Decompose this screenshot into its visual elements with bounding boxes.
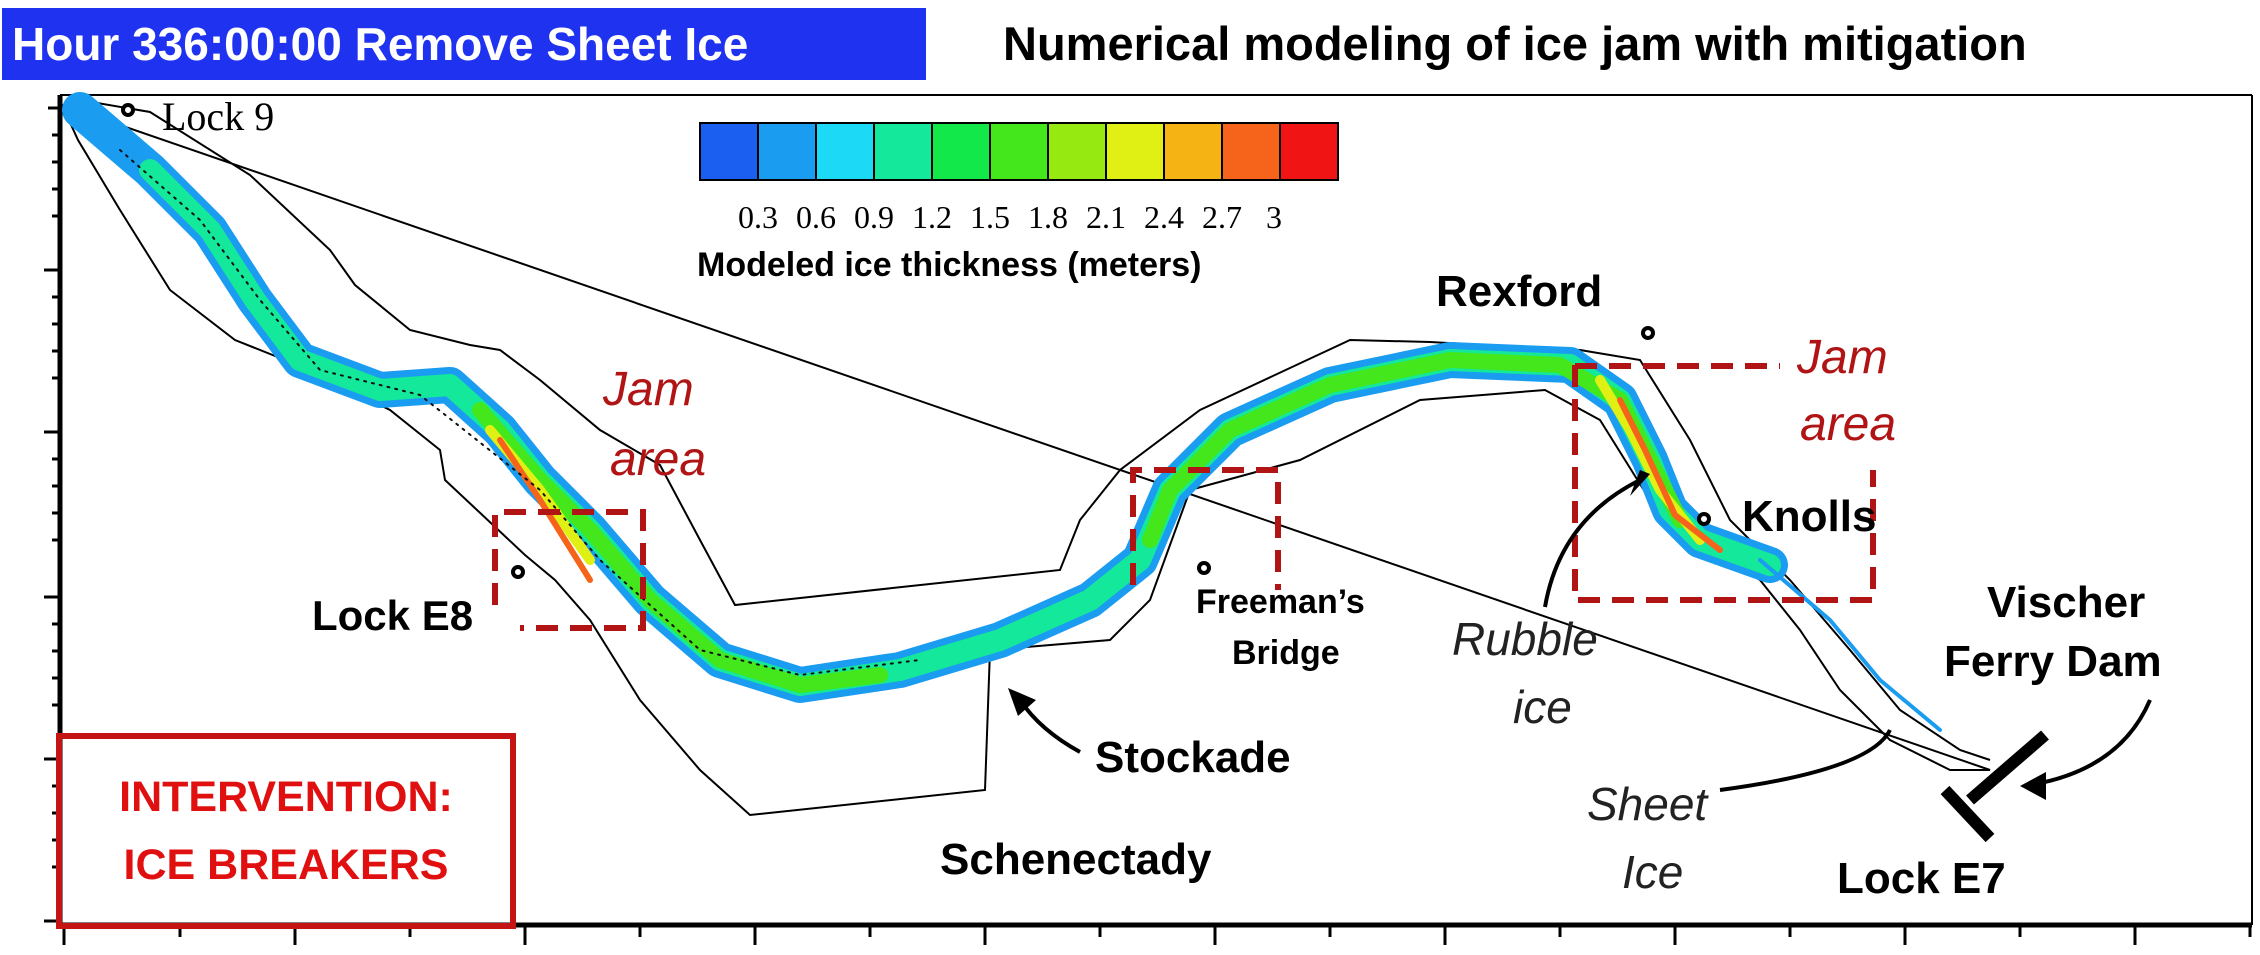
legend-tick-label: 1.8 xyxy=(1028,199,1068,235)
label-jam-area-1-line1: Jam xyxy=(602,363,694,416)
jam-area-boxes xyxy=(492,363,1876,631)
legend-swatch xyxy=(1047,122,1107,181)
legend-swatch xyxy=(699,122,759,181)
label-lock-e7: Lock E7 xyxy=(1837,854,2006,903)
legend-tick-label: 0.6 xyxy=(796,199,836,235)
label-freemans-line2: Bridge xyxy=(1232,634,1340,672)
label-vischer-line2: Ferry Dam xyxy=(1944,637,2162,686)
legend-swatch xyxy=(931,122,991,181)
time-step-label: Hour 336:00:00 Remove Sheet Ice xyxy=(2,8,926,80)
legend-tick-label: 3 xyxy=(1266,199,1282,235)
legend-swatch xyxy=(1221,122,1281,181)
legend-swatch xyxy=(815,122,875,181)
label-schenectady: Schenectady xyxy=(940,835,1212,884)
legend-tick-label: 1.2 xyxy=(912,199,952,235)
intervention-box: INTERVENTION: ICE BREAKERS xyxy=(56,733,516,929)
arrow-heads xyxy=(1008,470,2046,800)
legend-swatch xyxy=(1163,122,1223,181)
station-markers xyxy=(121,103,1711,579)
legend-swatch xyxy=(757,122,817,181)
intervention-line2: ICE BREAKERS xyxy=(123,841,449,889)
legend-swatch xyxy=(873,122,933,181)
label-jam-area-1-line2: area xyxy=(610,433,706,486)
label-sheet-line2: Ice xyxy=(1622,846,1683,898)
legend-tick-label: 1.5 xyxy=(970,199,1010,235)
label-lock-e8: Lock E8 xyxy=(312,592,473,639)
legend-title: Modeled ice thickness (meters) xyxy=(697,246,1202,284)
thickness-legend: 0.3 0.6 0.9 1.2 1.5 1.8 2.1 2.4 2.7 3 Modeled ice… xyxy=(697,122,1339,284)
legend-swatch xyxy=(1105,122,1165,181)
label-knolls: Knolls xyxy=(1742,492,1876,541)
legend-swatch xyxy=(989,122,1049,181)
legend-swatch xyxy=(1279,122,1339,181)
legend-tick-label: 0.9 xyxy=(854,199,894,235)
lock-e7-symbol xyxy=(1940,730,2049,843)
legend-tick-label: 2.1 xyxy=(1086,199,1126,235)
label-rexford: Rexford xyxy=(1436,267,1602,316)
intervention-line1: INTERVENTION: xyxy=(119,773,453,821)
legend-tick-label: 2.7 xyxy=(1202,199,1242,235)
label-sheet-line1: Sheet xyxy=(1587,778,1709,830)
label-vischer-line1: Vischer xyxy=(1987,578,2145,627)
label-rubble-line1: Rubble xyxy=(1452,613,1598,665)
legend-tick-label: 0.3 xyxy=(738,199,778,235)
label-stockade: Stockade xyxy=(1095,733,1291,782)
legend-tick-label: 2.4 xyxy=(1144,199,1184,235)
label-lock9: Lock 9 xyxy=(162,94,274,139)
label-jam-area-2-line2: area xyxy=(1800,398,1896,451)
label-jam-area-2-line1: Jam xyxy=(1796,331,1888,384)
label-freemans-line1: Freeman’s xyxy=(1196,583,1365,621)
figure-title: Numerical modeling of ice jam with mitig… xyxy=(1003,17,2027,70)
label-rubble-line2: ice xyxy=(1513,681,1572,733)
